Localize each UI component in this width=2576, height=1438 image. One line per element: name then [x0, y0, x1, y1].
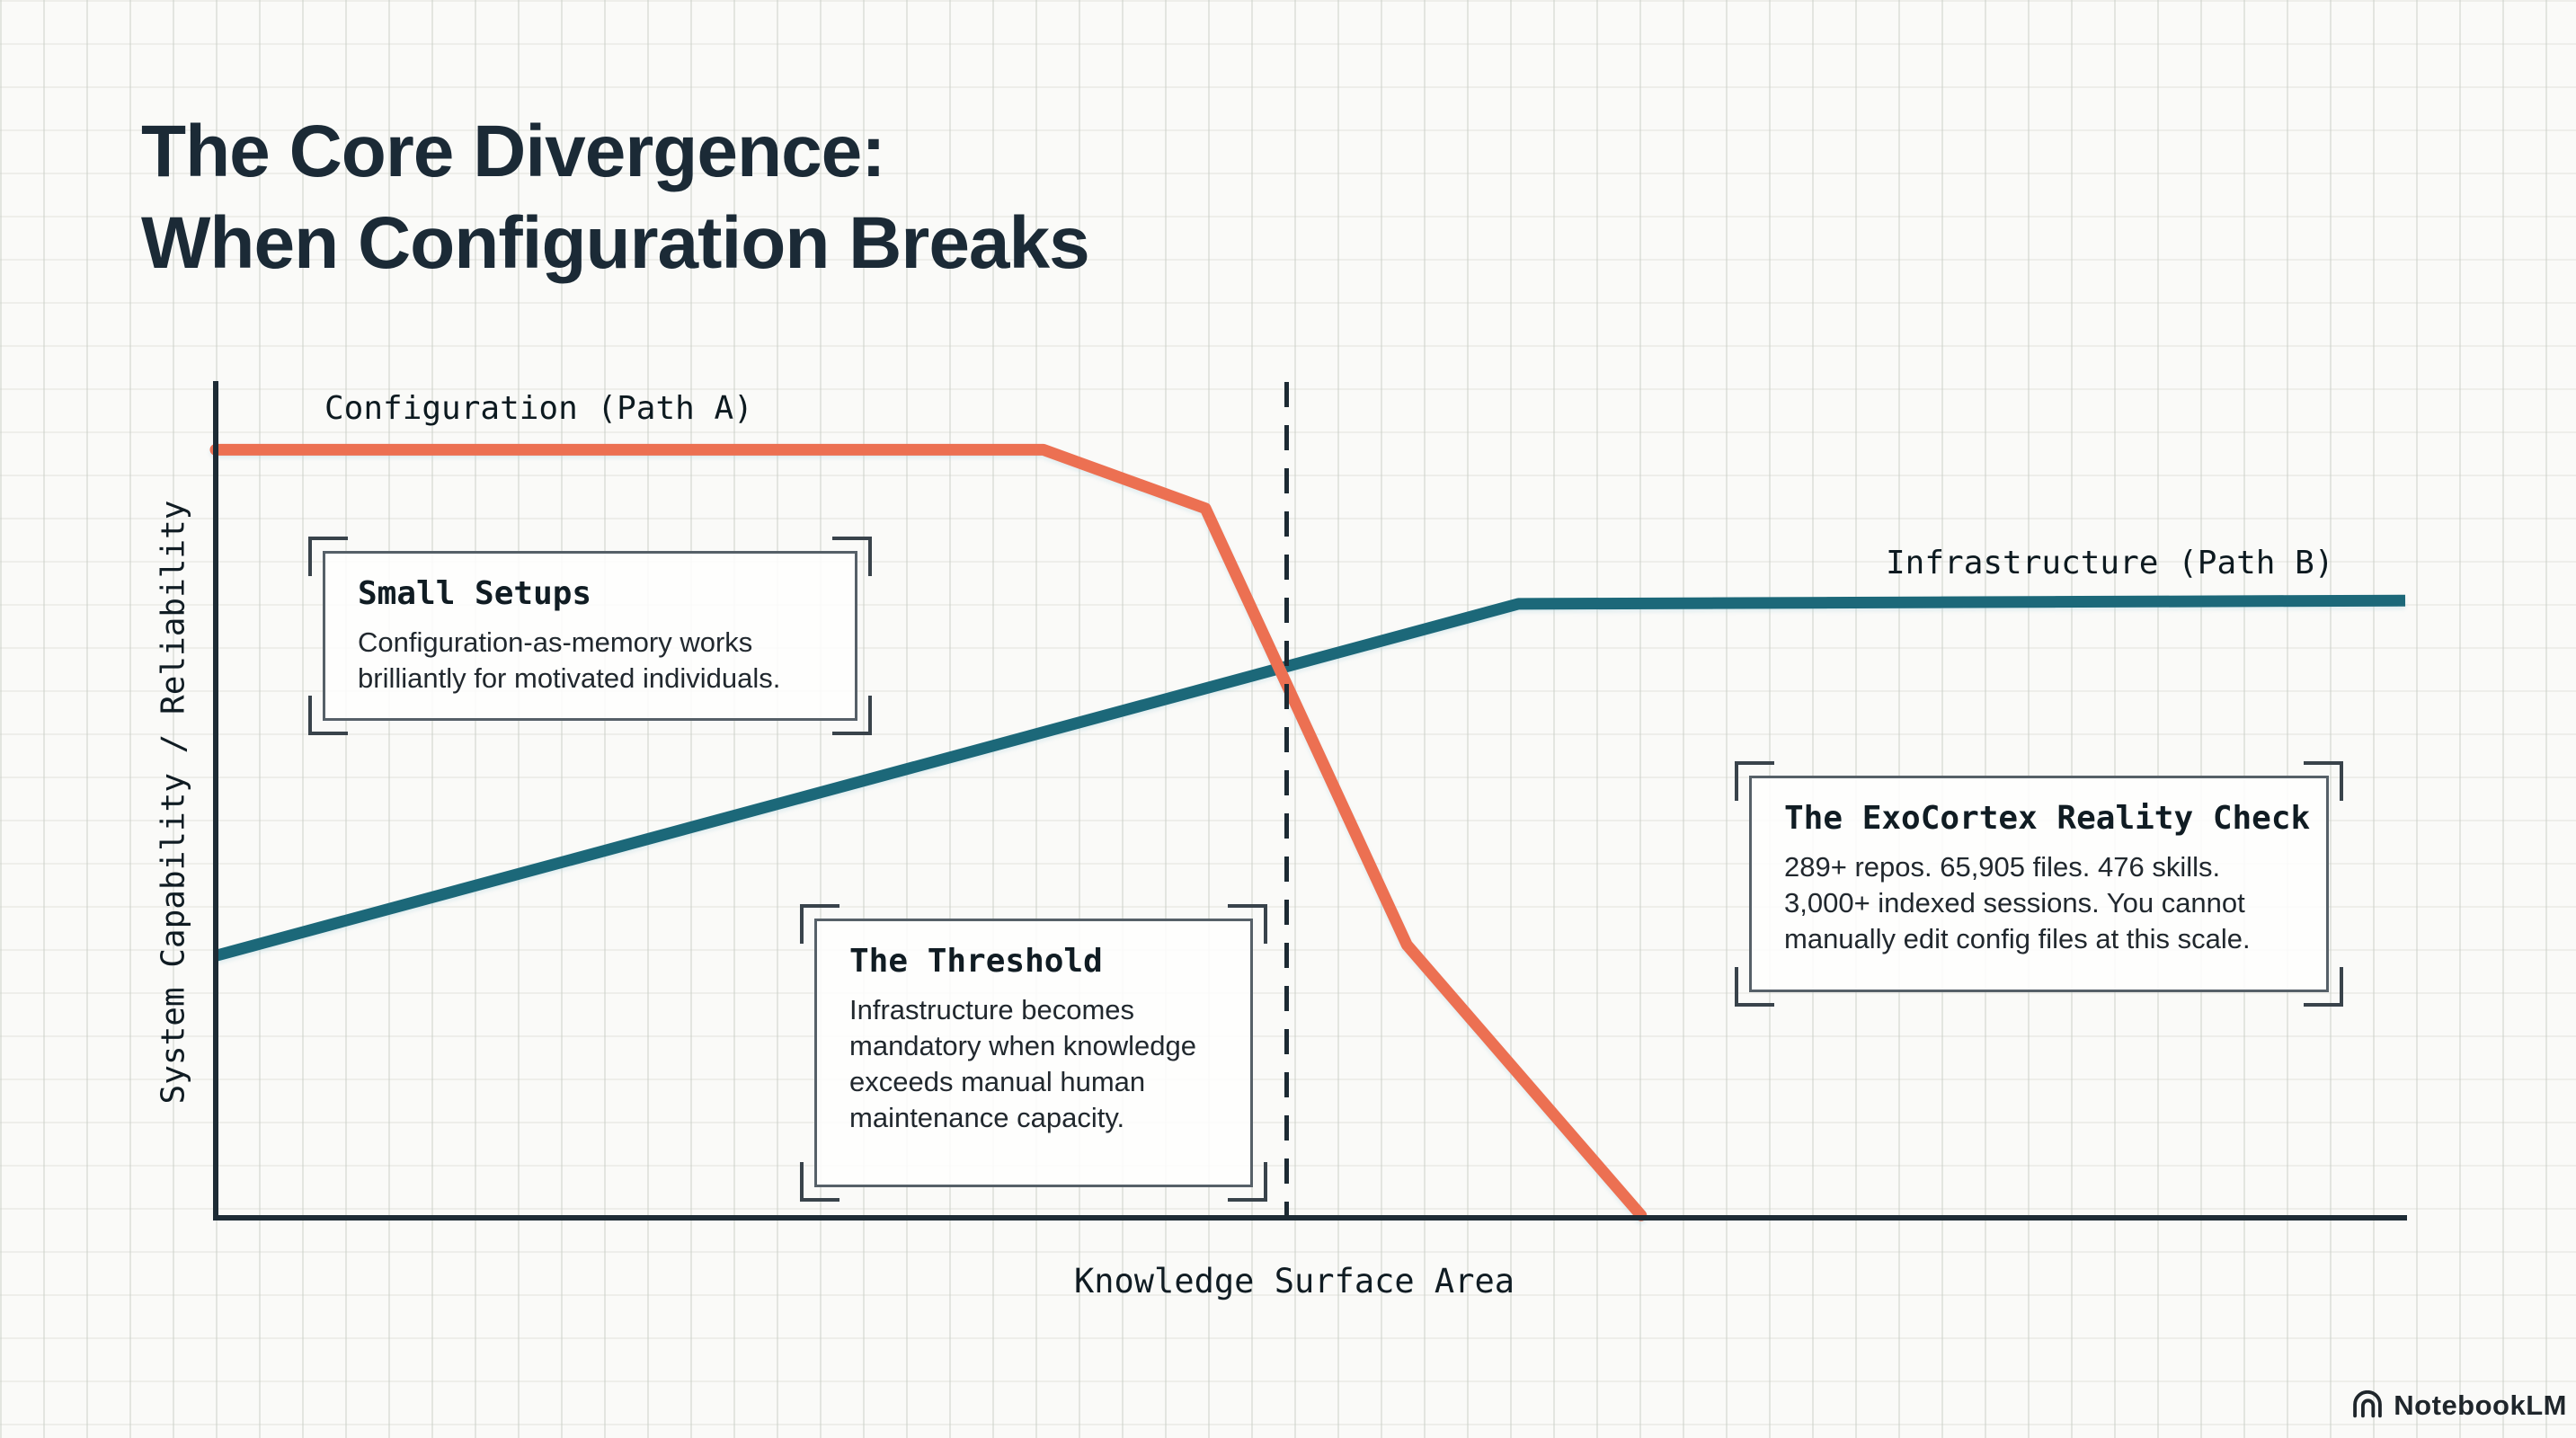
configuration-path-a-line [209, 443, 1648, 1221]
notebooklm-watermark: NotebookLM [2350, 1389, 2567, 1422]
corner-bracket-icon [308, 696, 348, 735]
annotation-body-line: Infrastructure becomes [849, 994, 1135, 1025]
annotation-title: Small Setups [358, 575, 592, 612]
annotation-body: Configuration-as-memory works brilliantl… [358, 625, 822, 697]
annotation-body-line: 3,000+ indexed sessions. You cannot [1784, 887, 2245, 919]
corner-bracket-icon [1735, 761, 1774, 801]
corner-bracket-icon [800, 1162, 839, 1202]
annotation-body-line: mandatory when knowledge [849, 1030, 1197, 1061]
threshold-dashed-line [1284, 382, 1289, 1217]
y-axis-line [213, 381, 218, 1221]
annotation-body-line: brilliantly for motivated individuals. [358, 662, 781, 694]
corner-bracket-icon [800, 904, 839, 944]
series-label-configuration-path-a: Configuration (Path A) [324, 390, 753, 427]
page-title: The Core Divergence: When Configuration … [141, 106, 1090, 289]
annotation-box: The ExoCortex Reality Check 289+ repos. … [1749, 776, 2329, 992]
annotation-small-setups: Small Setups Configuration-as-memory wor… [308, 537, 872, 735]
corner-bracket-icon [832, 537, 872, 576]
x-axis-line [213, 1215, 2407, 1221]
annotation-title: The Threshold [849, 943, 1103, 980]
annotation-body-line: Configuration-as-memory works [358, 626, 753, 658]
corner-bracket-icon [308, 537, 348, 576]
corner-bracket-icon [2304, 761, 2343, 801]
series-label-infrastructure-path-b: Infrastructure (Path B) [1886, 545, 2334, 581]
infrastructure-path-b-line [214, 594, 2406, 962]
corner-bracket-icon [1735, 967, 1774, 1007]
corner-bracket-icon [1228, 1162, 1267, 1202]
corner-bracket-icon [1228, 904, 1267, 944]
annotation-body-line: manually edit config files at this scale… [1784, 923, 2251, 954]
annotation-body-line: maintenance capacity. [849, 1102, 1125, 1133]
annotation-body: 289+ repos. 65,905 files. 476 skills. 3,… [1784, 849, 2294, 957]
corner-bracket-icon [832, 696, 872, 735]
notebooklm-icon [2353, 1390, 2383, 1418]
corner-bracket-icon [2304, 967, 2343, 1007]
annotation-box: Small Setups Configuration-as-memory wor… [323, 551, 857, 721]
notebooklm-brand-text: NotebookLM [2394, 1389, 2567, 1421]
page-title-line2: When Configuration Breaks [141, 202, 1090, 284]
x-axis-label: Knowledge Surface Area [1073, 1262, 1515, 1300]
annotation-body-line: 289+ repos. 65,905 files. 476 skills. [1784, 851, 2221, 883]
page-title-line1: The Core Divergence: [141, 111, 886, 192]
annotation-body-line: exceeds manual human [849, 1066, 1146, 1097]
annotation-the-threshold: The Threshold Infrastructure becomes man… [800, 904, 1267, 1202]
annotation-title: The ExoCortex Reality Check [1784, 800, 2311, 837]
annotation-exocortex-reality-check: The ExoCortex Reality Check 289+ repos. … [1735, 761, 2343, 1007]
y-axis-label: System Capability / Reliability [155, 500, 192, 1105]
annotation-box: The Threshold Infrastructure becomes man… [814, 919, 1253, 1187]
annotation-body: Infrastructure becomes mandatory when kn… [849, 992, 1218, 1136]
